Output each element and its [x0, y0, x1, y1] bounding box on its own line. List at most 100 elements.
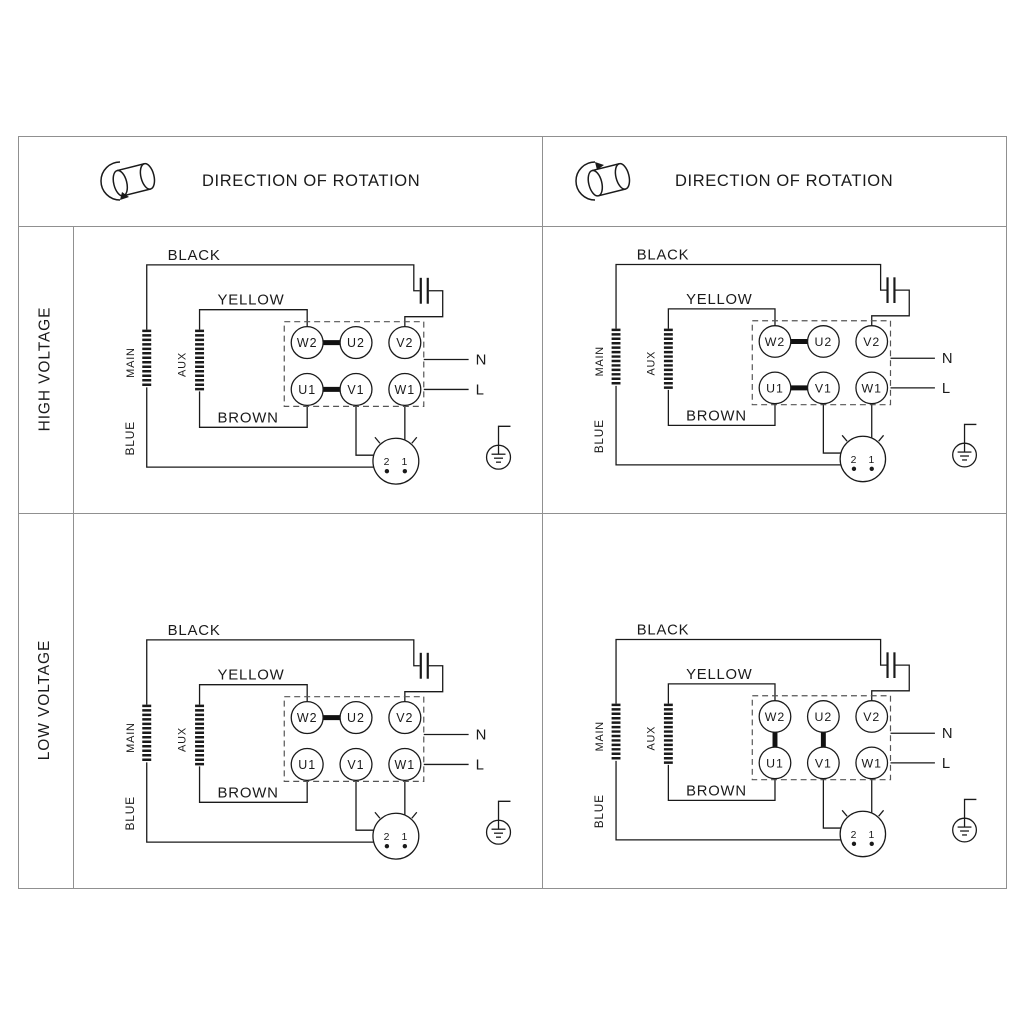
terminal-u1-label: U1	[298, 383, 316, 397]
terminal-v1-label: V1	[347, 383, 364, 397]
terminal-w2-label: W2	[765, 335, 785, 349]
rotation-ccw-icon	[100, 161, 156, 201]
plug-notch	[841, 434, 848, 442]
yellow-label: YELLOW	[217, 667, 284, 684]
terminal-w2	[290, 700, 324, 735]
terminal-v2-label: V2	[863, 335, 880, 349]
plug-pin-dot	[851, 466, 857, 472]
terminal-w2	[758, 325, 792, 358]
capacitor-lead-wire	[871, 664, 910, 701]
terminal-u1	[290, 747, 324, 782]
terminal-v1	[339, 747, 373, 782]
diagram-high-voltage-rotation-2: BLACK YELLOW BROWN N L MAIN AUX BLUE W2 …	[542, 225, 1006, 512]
terminal-w2-label: W2	[765, 710, 785, 724]
terminal-u1-label: U1	[766, 381, 784, 395]
rotation-cw-icon	[575, 161, 631, 201]
plug-notch	[411, 811, 418, 819]
capacitor-lead-wire	[871, 289, 910, 326]
terminal-v1	[339, 372, 373, 407]
blue-wire	[146, 387, 375, 468]
main-label: MAIN	[594, 721, 606, 751]
terminal-u1	[758, 371, 792, 405]
ground-lead-wire	[497, 800, 511, 821]
plug-pin-2-label: 2	[851, 455, 858, 466]
plug-pin-1-label: 1	[402, 457, 409, 468]
terminal-board-outline	[283, 696, 425, 782]
terminal-w1	[855, 371, 889, 405]
terminal-w1-label: W1	[862, 756, 882, 770]
terminal-u2	[339, 700, 373, 735]
plug-connector-icon	[839, 810, 887, 858]
terminal-w2	[290, 325, 324, 360]
terminal-w1-label: W1	[395, 758, 416, 772]
terminal-links	[323, 340, 341, 392]
header-label-rotation-2: DIRECTION OF ROTATION	[675, 171, 894, 190]
row-label-divider	[73, 226, 74, 888]
plug-pin-dot	[384, 468, 390, 474]
plug-connector-icon	[372, 437, 420, 485]
plug-pin-dot	[384, 843, 390, 849]
diagram-low-voltage-rotation-2: BLACK YELLOW BROWN N L MAIN AUX BLUE W2 …	[542, 600, 1006, 887]
black-wire	[615, 638, 887, 704]
blue-wire	[146, 762, 375, 843]
yellow-wire	[198, 684, 308, 705]
terminal-v2	[855, 325, 889, 358]
plug-notch	[374, 811, 381, 819]
blue-label: BLUE	[592, 794, 606, 828]
brown-label: BROWN	[217, 784, 278, 801]
header-cell-rotation-2: DIRECTION OF ROTATION	[541, 137, 1024, 225]
terminal-w2-label: W2	[297, 336, 318, 350]
line-label: L	[476, 381, 485, 398]
line-label: L	[476, 756, 485, 773]
plug-pin-1-label: 1	[868, 455, 875, 466]
voltage-row-divider	[19, 513, 1006, 514]
yellow-wire	[667, 308, 776, 329]
yellow-wire	[198, 309, 308, 330]
terminal-u2-label: U2	[814, 710, 832, 724]
line-label: L	[942, 381, 951, 397]
aux-label: AUX	[646, 351, 658, 376]
brown-label: BROWN	[686, 408, 747, 424]
plug-pin-dot	[851, 841, 857, 847]
header-divider	[19, 226, 1006, 227]
plug-lead-wire-2	[355, 405, 376, 456]
terminal-u1	[290, 372, 324, 407]
plug-connector-icon	[839, 435, 887, 483]
terminal-u2-label: U2	[347, 336, 365, 350]
wiring-diagram: BLACK YELLOW BROWN N L MAIN AUX BLUE W2 …	[592, 623, 978, 858]
plug-pin-dot	[402, 468, 408, 474]
main-label: MAIN	[125, 347, 137, 378]
black-wire	[146, 264, 420, 330]
brown-wire	[198, 391, 308, 428]
row-label-high-voltage: HIGH VOLTAGE	[19, 226, 72, 512]
plug-lead-wire-2	[355, 780, 376, 831]
yellow-wire	[667, 683, 776, 704]
black-wire	[615, 263, 887, 329]
terminal-v1-label: V1	[815, 756, 832, 770]
black-label: BLACK	[637, 623, 689, 639]
ground-lead-wire	[963, 423, 977, 444]
high-voltage-label: HIGH VOLTAGE	[36, 306, 54, 432]
blue-wire	[615, 760, 843, 841]
plug-pin-dot	[869, 466, 874, 472]
brown-label: BROWN	[686, 783, 747, 799]
low-voltage-label: LOW VOLTAGE	[36, 639, 54, 761]
plug-lead-wire-2	[822, 778, 844, 829]
capacitor-lead-wire	[404, 665, 444, 702]
terminal-v1-label: V1	[347, 758, 364, 772]
aux-label: AUX	[177, 352, 189, 377]
row-label-low-voltage: LOW VOLTAGE	[19, 513, 72, 887]
terminal-v2	[855, 700, 889, 733]
main-label: MAIN	[594, 346, 606, 376]
terminal-w2	[758, 700, 792, 733]
plug-pin-dot	[402, 843, 408, 849]
plug-notch	[374, 436, 381, 444]
diagram-high-voltage-rotation-1: BLACK YELLOW BROWN N L MAIN AUX BLUE W2 …	[72, 225, 541, 512]
plug-lead-wire-2	[822, 403, 844, 454]
neutral-label: N	[476, 352, 488, 369]
capacitor-lead-wire	[404, 290, 444, 327]
blue-wire	[615, 385, 843, 466]
plug-pin-2-label: 2	[384, 457, 391, 468]
yellow-label: YELLOW	[686, 667, 752, 683]
